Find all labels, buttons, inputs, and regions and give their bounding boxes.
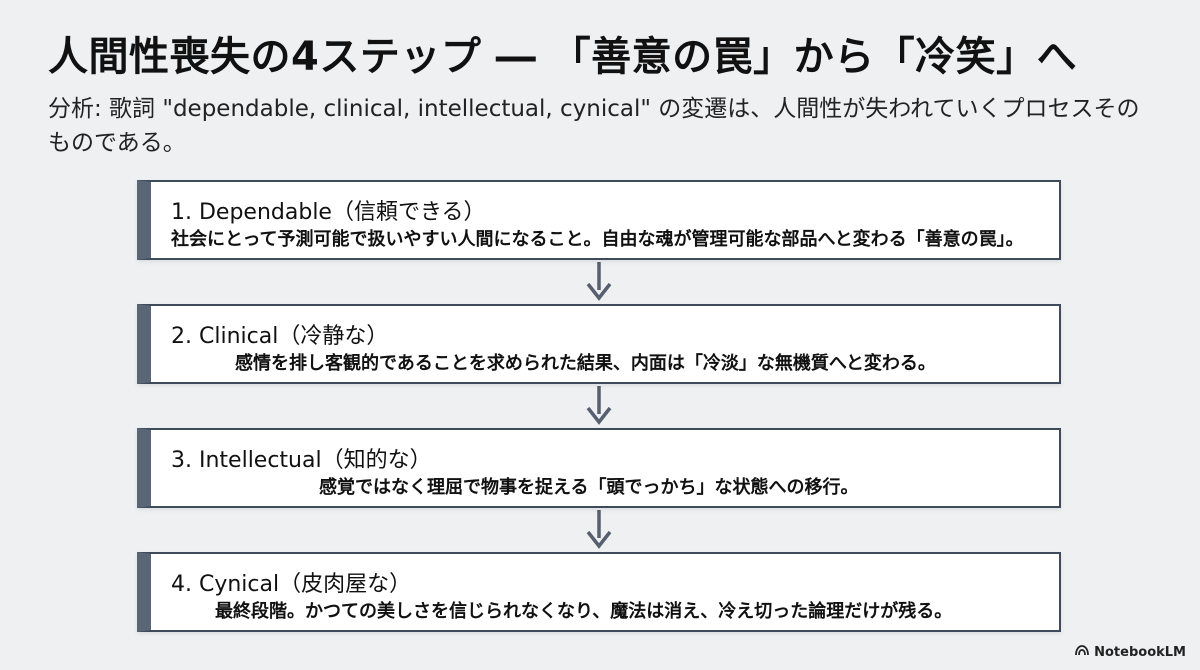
step-title: 1. Dependable（信頼できる） (171, 200, 486, 225)
down-arrow-icon (137, 260, 1061, 304)
notebooklm-logo-icon (1075, 644, 1090, 660)
step-title: 4. Cynical（皮肉屋な） (171, 572, 412, 597)
step-title: 3. Intellectual（知的な） (171, 448, 432, 473)
page-title: 人間性喪失の4ステップ ― 「善意の罠」から「冷笑」へ (48, 34, 1078, 80)
step-description: 最終段階。かつての美しさを信じられなくなり、魔法は消え、冷え切った論理だけが残る… (215, 601, 953, 622)
step-box-intellectual: 3. Intellectual（知的な） 感覚ではなく理屈で物事を捉える「頭でっ… (137, 428, 1061, 508)
step-description: 感情を排し客観的であることを求められた結果、内面は「冷淡」な無機質へと変わる。 (235, 353, 936, 374)
brand-label: NotebookLM (1094, 644, 1186, 660)
step-box-cynical: 4. Cynical（皮肉屋な） 最終段階。かつての美しさを信じられなくなり、魔… (137, 552, 1061, 632)
down-arrow-icon (137, 384, 1061, 428)
step-description: 社会にとって予測可能で扱いやすい人間になること。自由な魂が管理可能な部品へと変わ… (171, 229, 1024, 250)
step-description: 感覚ではなく理屈で物事を捉える「頭でっかち」な状態への移行。 (319, 477, 859, 498)
page-subtitle: 分析: 歌詞 "dependable, clinical, intellectu… (48, 96, 1140, 156)
down-arrow-icon (137, 508, 1061, 552)
step-box-clinical: 2. Clinical（冷静な） 感情を排し客観的であることを求められた結果、内… (137, 304, 1061, 384)
step-flow: 1. Dependable（信頼できる） 社会にとって予測可能で扱いやすい人間に… (137, 180, 1061, 632)
step-box-dependable: 1. Dependable（信頼できる） 社会にとって予測可能で扱いやすい人間に… (137, 180, 1061, 260)
brand-watermark: NotebookLM (1075, 644, 1186, 660)
step-title: 2. Clinical（冷静な） (171, 324, 389, 349)
